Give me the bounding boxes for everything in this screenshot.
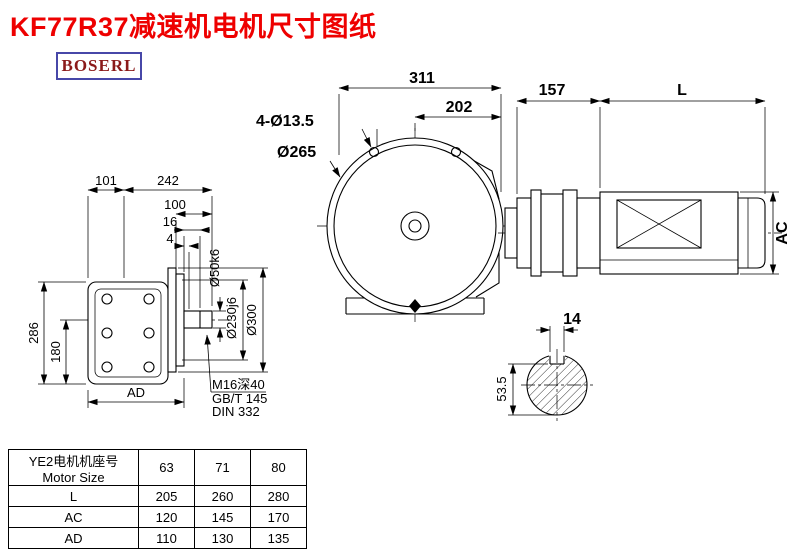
- dim-202-label: 202: [446, 99, 473, 116]
- dim-flange-label: Ø265: [277, 144, 316, 161]
- output-shaft: [183, 310, 213, 329]
- dim-16-label: 16: [163, 214, 177, 229]
- dim-holes-label: 4-Ø13.5: [256, 113, 314, 130]
- table-row-AD: AD 110 130 135: [8, 527, 307, 549]
- thread-note-line3: DIN 332: [212, 404, 260, 419]
- dim-L-label: L: [677, 82, 687, 99]
- brand-logo: BOSERL: [56, 52, 142, 80]
- table-row-AC: AC 120 145 170: [8, 506, 307, 528]
- row-label-AD: AD: [8, 527, 139, 549]
- table-header-cn: YE2电机机座号: [28, 453, 119, 469]
- dim-157-label: 157: [539, 82, 566, 99]
- table-header-en: Motor Size: [42, 469, 105, 485]
- value-AD-71: 130: [194, 527, 251, 549]
- dim-spigot-label: Ø230j6: [224, 297, 239, 339]
- value-L-63: 205: [138, 485, 195, 507]
- dim-100-label: 100: [164, 197, 186, 212]
- value-AC-80: 170: [250, 506, 307, 528]
- datum-diamond-mark: [409, 299, 421, 313]
- value-AD-63: 110: [138, 527, 195, 549]
- gearbox-side-view: 101 242 100 16 4 286: [26, 173, 268, 419]
- dim-311-label: 311: [409, 70, 435, 87]
- shaft-cross-section: 14 53.5: [494, 311, 593, 421]
- value-AC-63: 120: [138, 506, 195, 528]
- motor-size-table: YE2电机机座号 Motor Size 63 71 80 L 205 260 2…: [8, 449, 307, 549]
- thread-note-line1: M16深40: [212, 377, 265, 392]
- table-row-L: L 205 260 280: [8, 485, 307, 507]
- dim-14-label: 14: [563, 311, 581, 328]
- value-L-80: 280: [250, 485, 307, 507]
- row-label-AC: AC: [8, 506, 139, 528]
- table-size-col-80: 80: [250, 449, 307, 486]
- motor-body: [599, 191, 739, 275]
- dim-AC-label: AC: [774, 221, 791, 245]
- fan-cover: [737, 197, 766, 269]
- value-L-71: 260: [194, 485, 251, 507]
- table-header-row: YE2电机机座号 Motor Size 63 71 80: [8, 449, 307, 486]
- dim-AD-label: AD: [127, 385, 145, 400]
- dim-242-label: 242: [157, 173, 179, 188]
- dim-180-label: 180: [48, 341, 63, 363]
- value-AC-71: 145: [194, 506, 251, 528]
- thread-note-line2: GB/T 145: [212, 391, 267, 406]
- dim-53-5-label: 53.5: [494, 376, 509, 401]
- table-size-col-63: 63: [138, 449, 195, 486]
- front-view: 311 202 4-Ø13.5 Ø265: [256, 70, 513, 322]
- brand-logo-text: BOSERL: [61, 56, 137, 75]
- value-AD-80: 135: [250, 527, 307, 549]
- dim-4-label: 4: [166, 231, 173, 246]
- table-header-motor-size: YE2电机机座号 Motor Size: [8, 449, 139, 486]
- table-size-col-71: 71: [194, 449, 251, 486]
- dim-101-label: 101: [95, 173, 117, 188]
- output-flange: [167, 267, 177, 373]
- page-title: KF77R37减速机电机尺寸图纸: [10, 12, 377, 42]
- motor-side-view: 157 L AC: [498, 82, 791, 277]
- row-label-L: L: [8, 485, 139, 507]
- dim-286-label: 286: [26, 322, 41, 344]
- gear-housing: [87, 281, 169, 385]
- motor-vent-grille: [616, 199, 702, 249]
- dim-300-label: Ø300: [244, 304, 259, 336]
